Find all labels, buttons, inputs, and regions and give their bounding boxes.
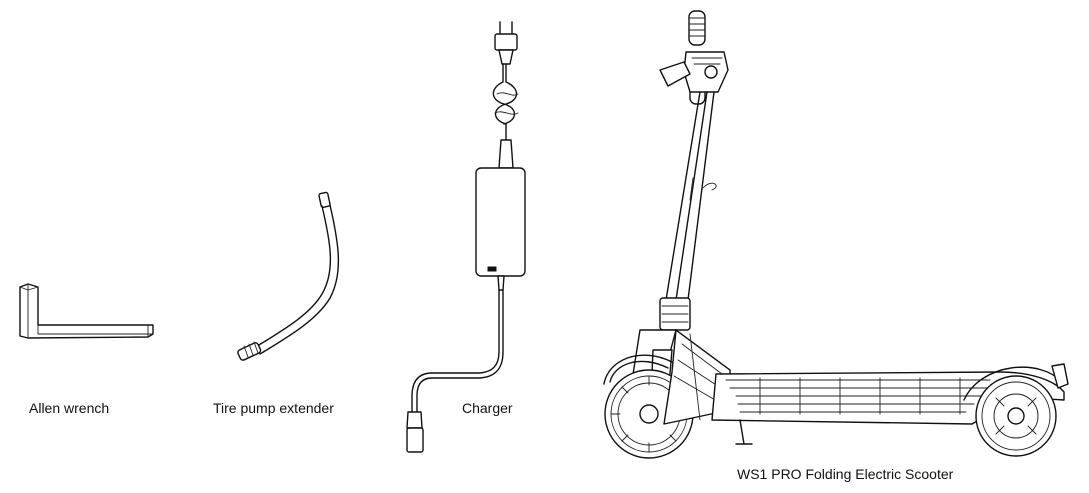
charger-label: Charger (462, 400, 513, 416)
tire-pump-extender-label: Tire pump extender (213, 400, 334, 416)
scooter-label: WS1 PRO Folding Electric Scooter (737, 466, 954, 482)
allen-wrench-label: Allen wrench (29, 400, 110, 416)
